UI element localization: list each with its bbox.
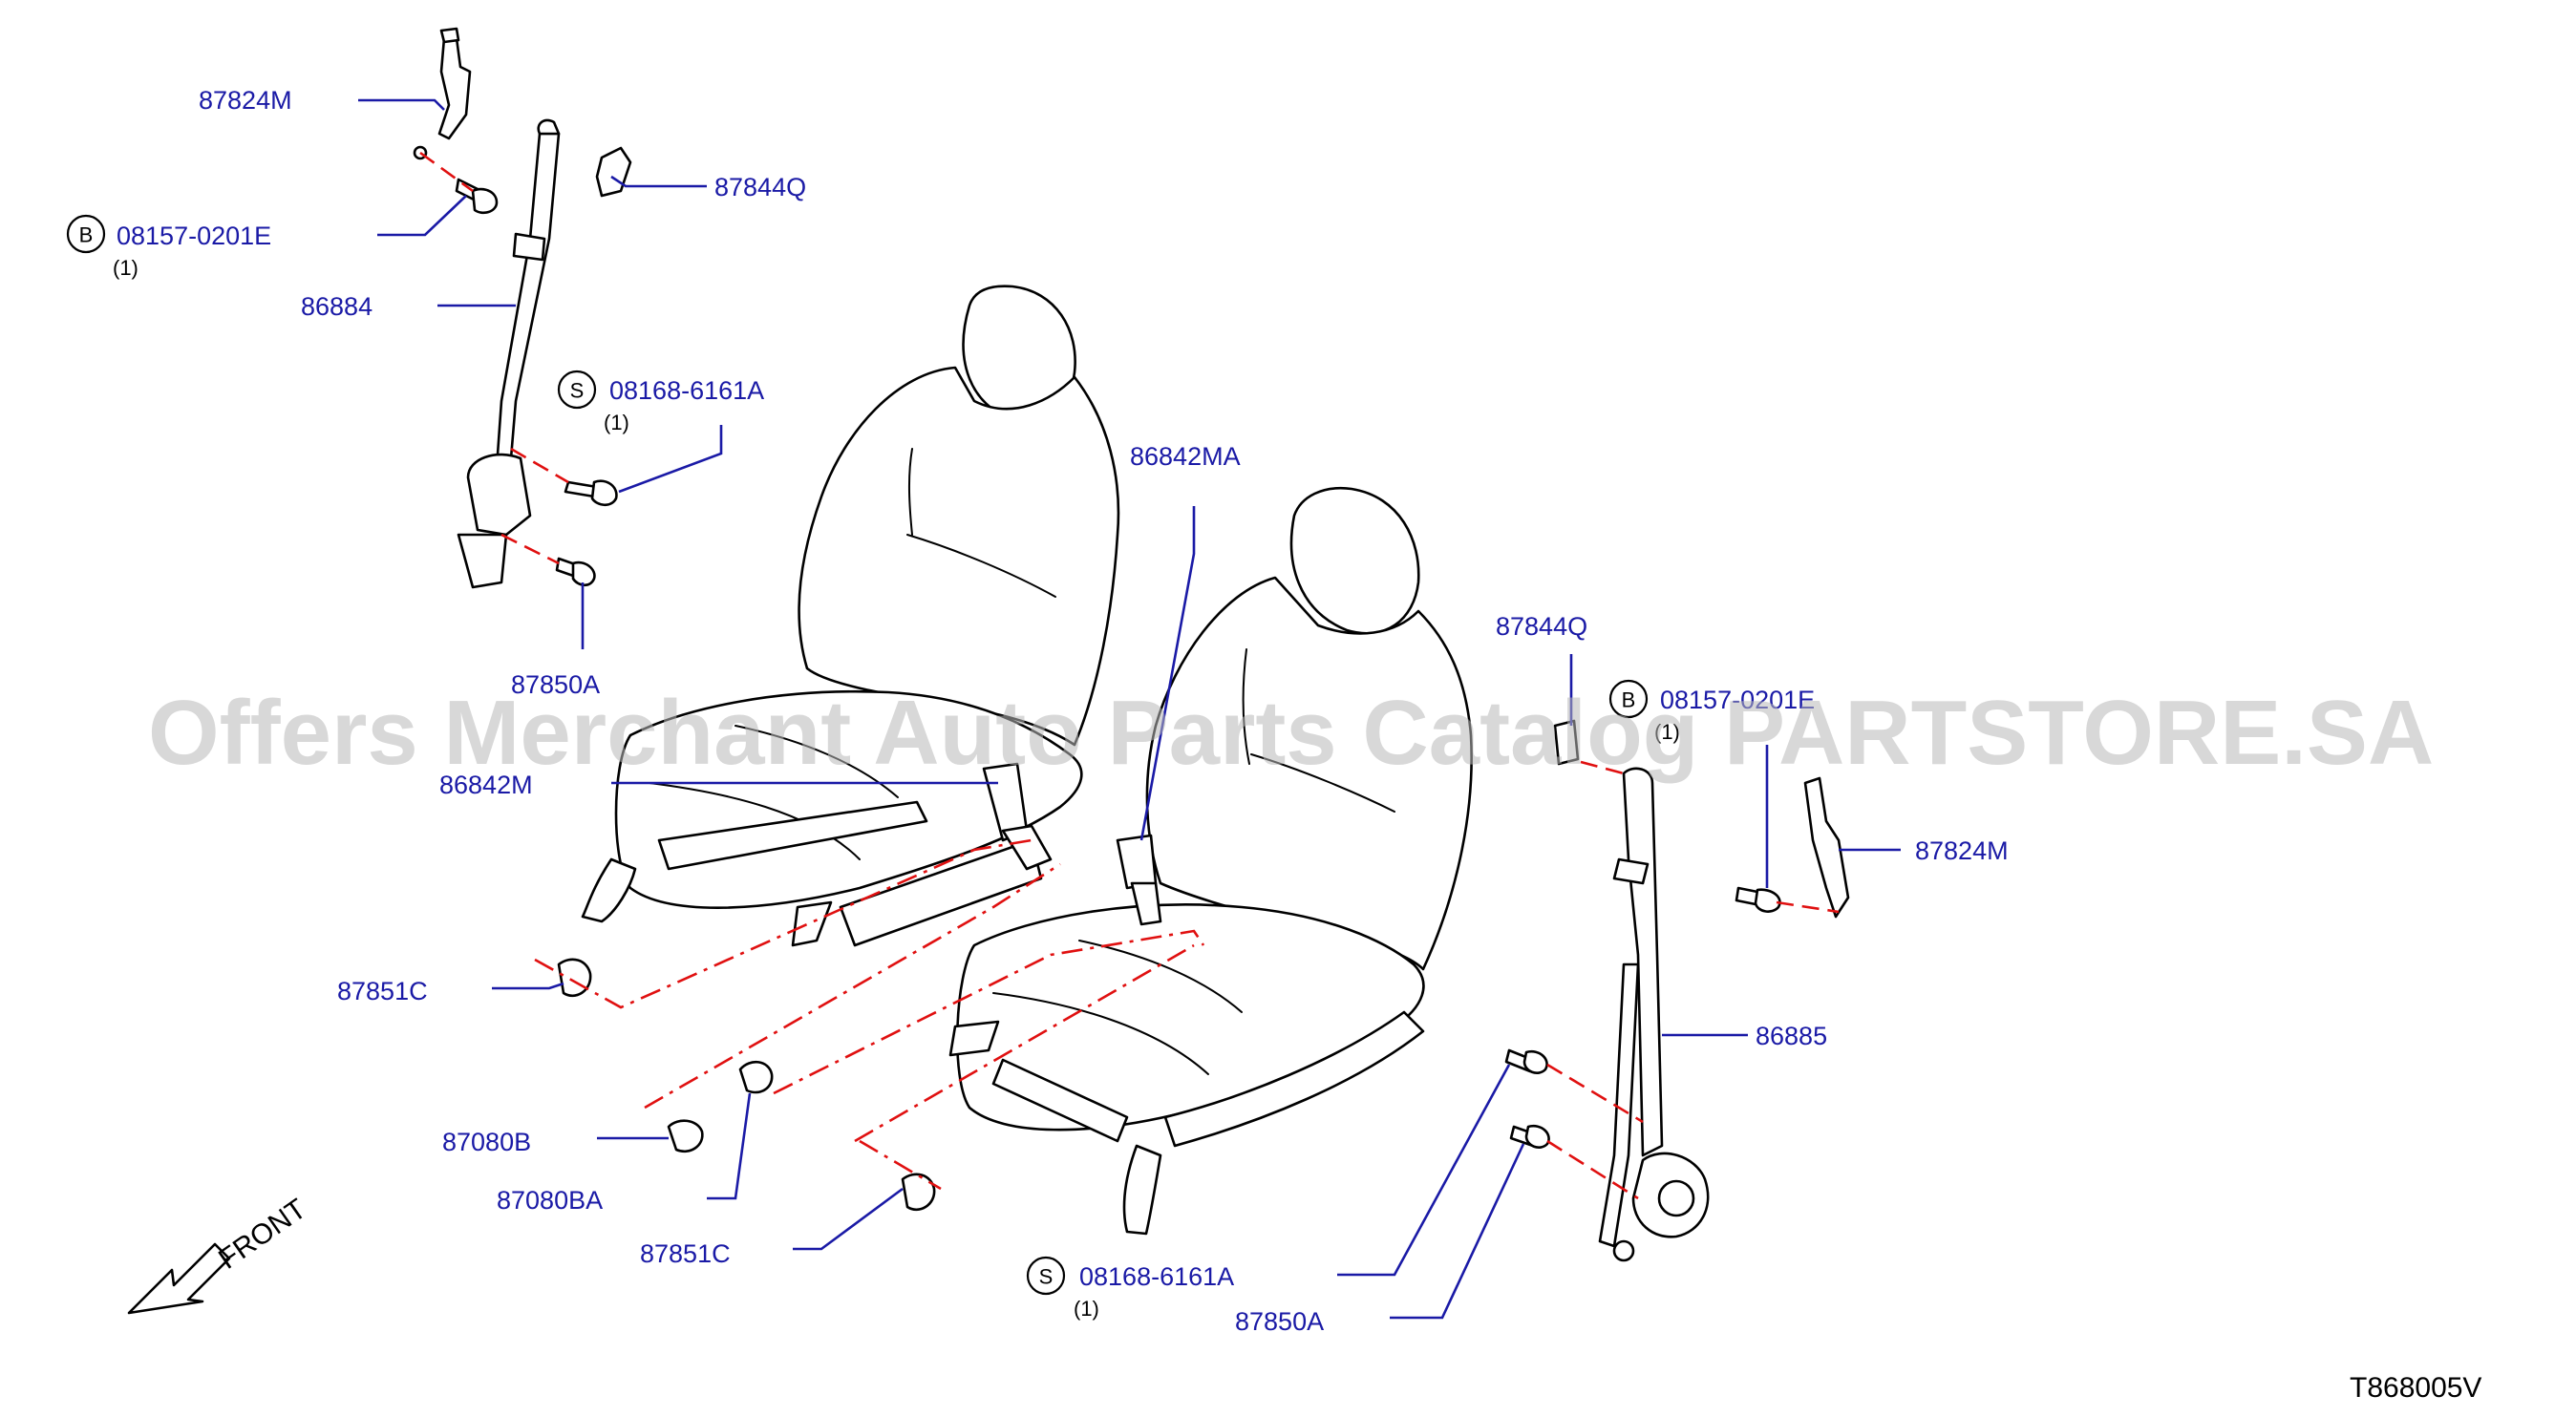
label-87851C-upper: 87851C [337,977,428,1005]
left-belt-assembly-86884 [413,27,632,589]
label-08168-lower-mark: S [1039,1265,1054,1289]
label-08157-0201E-left: 08157-0201E [117,222,271,250]
leader-lines [358,98,1901,1320]
screw-marker-circle [557,370,597,410]
label-08157-left-qty: (1) [113,256,138,280]
right-seat-illustration [948,486,1473,1236]
left-seat-illustration [581,285,1120,947]
label-08168-6161A-upper: 08168-6161A [609,376,764,405]
label-08168-lower-qty: (1) [1074,1297,1099,1321]
label-86842MA: 86842MA [1130,442,1241,471]
label-87080BA: 87080BA [497,1186,603,1215]
right-belt-assembly-86885 [1504,719,1850,1262]
label-08168-6161A-lower: 08168-6161A [1079,1262,1234,1291]
label-87824M-left: 87824M [199,86,292,115]
label-87844Q-right: 87844Q [1496,612,1587,641]
watermark-text: Offers Merchant Auto Parts Catalog PARTS… [148,682,2434,784]
label-08168-upper-qty: (1) [604,411,629,434]
label-87080B: 87080B [442,1128,531,1156]
label-87850A-left: 87850A [511,670,600,699]
label-87844Q-left: 87844Q [714,173,806,201]
label-86884: 86884 [301,292,373,321]
bolt-marker-circle [1608,679,1649,719]
bolt-marker-circle [66,214,106,254]
label-87851C-lower: 87851C [640,1239,731,1268]
label-87824M-right: 87824M [1915,836,2009,865]
screw-marker-circle [1026,1256,1066,1296]
diagram-code: T868005V [2350,1372,2481,1404]
label-08157-left-mark: B [79,223,94,247]
label-08157-right-qty: (1) [1654,720,1680,744]
label-08168-upper-mark: S [570,379,585,403]
front-direction-arrow: FRONT [127,1193,312,1315]
label-08157-right-mark: B [1622,688,1636,712]
label-86842M: 86842M [439,771,533,799]
label-87850A-right: 87850A [1235,1307,1324,1336]
front-label: FRONT [213,1193,312,1275]
label-86885: 86885 [1756,1022,1827,1050]
seat-mount-hardware [534,838,1205,1212]
label-08157-0201E-right: 08157-0201E [1660,686,1815,714]
